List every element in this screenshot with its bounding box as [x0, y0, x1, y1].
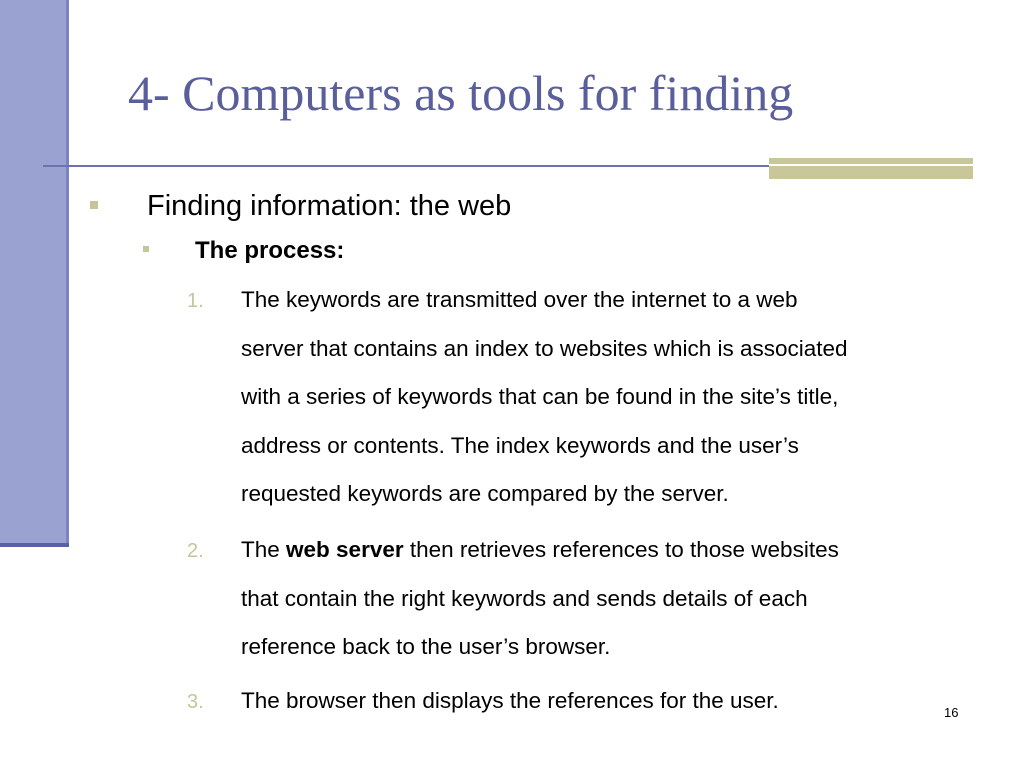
step-1-line: with a series of keywords that can be fo…	[241, 384, 839, 409]
step-1-line: requested keywords are compared by the s…	[241, 481, 729, 506]
slide-title: 4- Computers as tools for finding	[128, 65, 794, 121]
step-1-line: address or contents. The index keywords …	[241, 432, 799, 458]
step-2-line: The web server then retrieves references…	[241, 526, 981, 575]
accent-band	[769, 158, 973, 179]
step-2-text-pre: The	[241, 537, 287, 562]
bullet-level2: The process:	[195, 237, 345, 264]
step-1-text: The keywords are transmitted over the in…	[241, 276, 981, 519]
step-3-text: The browser then displays the references…	[241, 677, 981, 726]
web-server-term: web server	[286, 537, 404, 562]
step-number: 1.	[187, 290, 204, 312]
step-number: 2.	[187, 540, 204, 562]
step-2-line: that contain the right keywords and send…	[241, 585, 808, 611]
step-2-text: The web server then retrieves references…	[241, 526, 981, 672]
step-2-text-post: then retrieves references to those websi…	[403, 537, 839, 562]
bullet-level1: Finding information: the web	[147, 190, 512, 222]
left-decor-bar	[0, 0, 66, 545]
step-3-line: The browser then displays the references…	[241, 688, 779, 713]
step-number: 3.	[187, 691, 204, 713]
page-number: 16	[944, 705, 959, 720]
step-2-line: reference back to the user’s browser.	[241, 634, 611, 659]
title-divider	[43, 165, 769, 167]
bullet-square-icon	[90, 201, 98, 209]
left-decor-bar-bottom	[0, 543, 69, 547]
left-decor-bar-edge	[66, 0, 69, 547]
bullet-square-icon	[143, 246, 149, 252]
step-1-line: server that contains an index to website…	[241, 335, 848, 361]
step-1-line: The keywords are transmitted over the in…	[241, 287, 798, 312]
